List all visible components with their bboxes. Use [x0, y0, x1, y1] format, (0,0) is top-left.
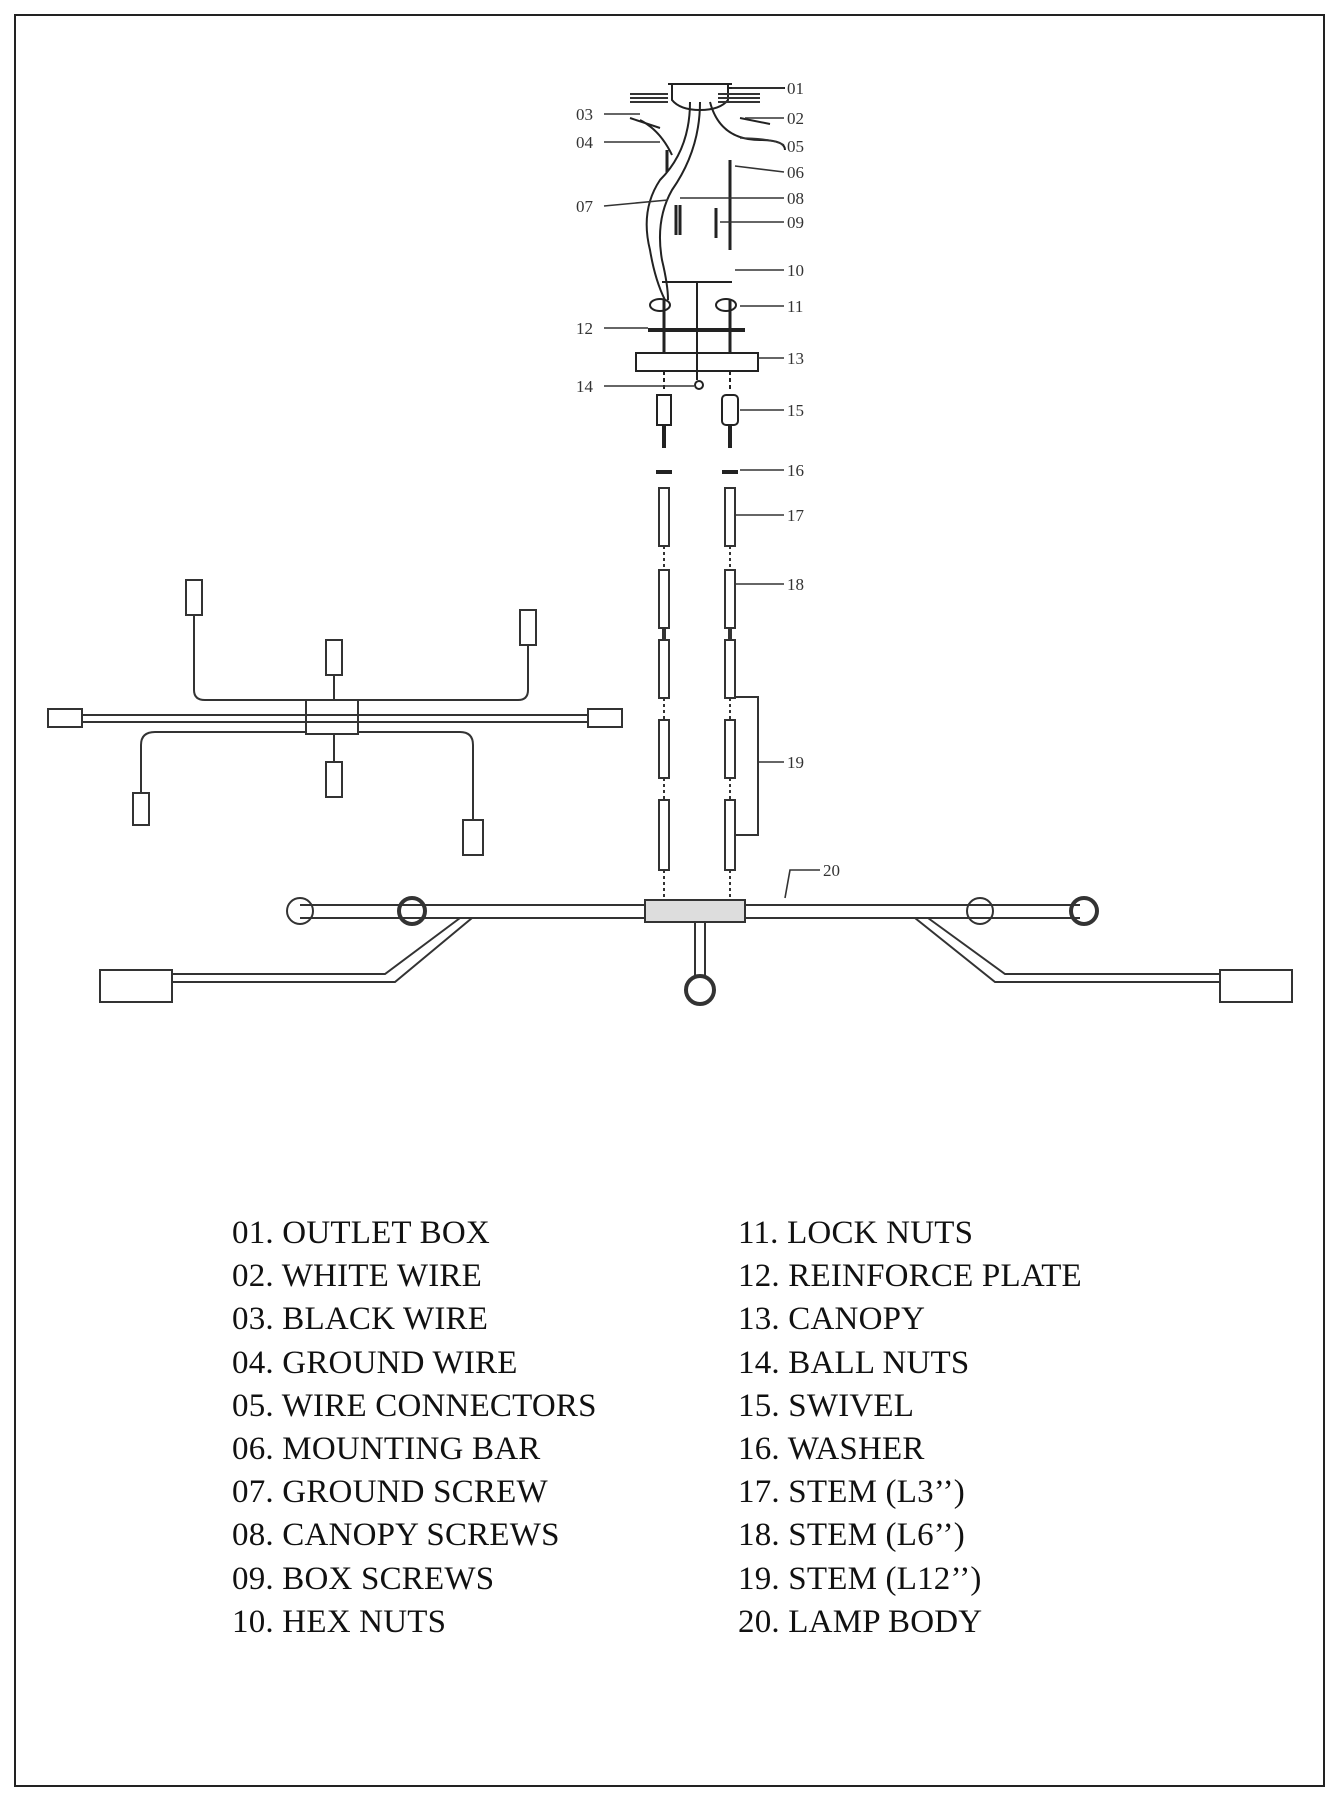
rods-below-canopy	[663, 371, 731, 392]
callout-02: 02	[787, 109, 804, 128]
swivel-right	[721, 394, 739, 448]
callout-07: 07	[576, 197, 594, 216]
legend-item: 02. WHITE WIRE	[232, 1258, 482, 1295]
callout-05: 05	[787, 137, 804, 156]
callout-12: 12	[576, 319, 593, 338]
legend-item: 20. LAMP BODY	[738, 1603, 983, 1640]
callout-06: 06	[787, 163, 804, 182]
callout-10: 10	[787, 261, 804, 280]
callout-03: 03	[576, 105, 593, 124]
callout-15: 15	[787, 401, 804, 420]
legend-item: 06. MOUNTING BAR	[232, 1431, 541, 1468]
parts-legend: 01. OUTLET BOX 02. WHITE WIRE 03. BLACK …	[232, 1212, 1082, 1644]
lamp-body-top-view	[47, 579, 623, 856]
leader-lines	[603, 87, 820, 899]
legend-item: 14. BALL NUTS	[738, 1344, 970, 1381]
stems-left	[658, 487, 670, 900]
legend-item: 05. WIRE CONNECTORS	[232, 1387, 597, 1424]
stems-right	[724, 487, 736, 900]
callout-20: 20	[823, 861, 840, 880]
lamp-body-front	[99, 896, 1293, 1006]
swivel-left	[656, 394, 672, 448]
callout-19: 19	[787, 753, 804, 772]
legend-item: 07. GROUND SCREW	[232, 1474, 548, 1511]
legend-item: 03. BLACK WIRE	[232, 1301, 489, 1338]
stem-12-bracket	[735, 696, 759, 836]
legend-item: 04. GROUND WIRE	[232, 1344, 518, 1381]
mounting-plate-hatch	[630, 93, 760, 103]
callout-09: 09	[787, 213, 804, 232]
canopy	[635, 352, 759, 372]
legend-item: 19. STEM (L12’’)	[738, 1560, 982, 1597]
callout-08: 08	[787, 189, 804, 208]
callout-18: 18	[787, 575, 804, 594]
callout-01: 01	[787, 79, 804, 98]
threaded-rods	[662, 300, 732, 352]
callout-13: 13	[787, 349, 804, 368]
legend-column-right: 11. LOCK NUTS 12. REINFORCE PLATE 13. CA…	[738, 1212, 1158, 1644]
legend-item: 13. CANOPY	[738, 1301, 926, 1338]
legend-item: 09. BOX SCREWS	[232, 1560, 495, 1597]
callout-14: 14	[576, 377, 594, 396]
legend-item: 15. SWIVEL	[738, 1387, 915, 1424]
page-border	[14, 14, 1325, 1787]
callout-11: 11	[787, 297, 803, 316]
legend-item: 01. OUTLET BOX	[232, 1215, 490, 1251]
mounting-bar	[665, 150, 732, 250]
lock-nuts	[649, 298, 737, 312]
legend-item: 10. HEX NUTS	[232, 1603, 447, 1640]
legend-item: 08. CANOPY SCREWS	[232, 1517, 560, 1554]
legend-item: 17. STEM (L3’’)	[738, 1474, 965, 1511]
legend-item: 16. WASHER	[738, 1431, 925, 1468]
callout-labels: 01 02 03 04 05 06 07 08 09 10 11 12 13 1…	[576, 79, 840, 880]
legend-item: 11. LOCK NUTS	[738, 1215, 974, 1251]
callout-04: 04	[576, 133, 594, 152]
callout-16: 16	[787, 461, 804, 480]
hex-nuts-line	[662, 281, 732, 390]
legend-column-left: 01. OUTLET BOX 02. WHITE WIRE 03. BLACK …	[232, 1212, 732, 1644]
callout-17: 17	[787, 506, 805, 525]
legend-item: 12. REINFORCE PLATE	[738, 1258, 1082, 1295]
legend-item: 18. STEM (L6’’)	[738, 1517, 965, 1554]
